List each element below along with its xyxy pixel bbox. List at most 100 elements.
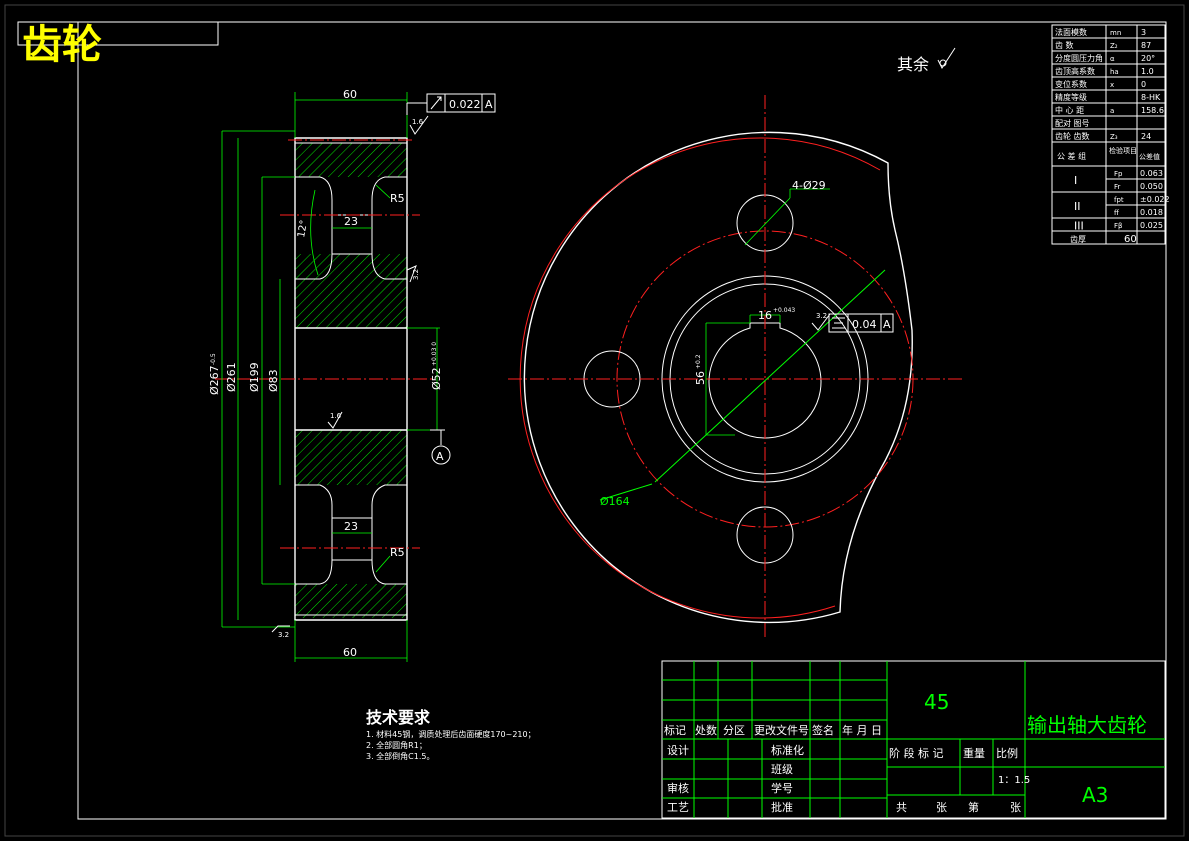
- param-name: 精度等级: [1055, 92, 1087, 102]
- approval-label: 批准: [771, 800, 793, 814]
- revision-header: 处数: [695, 724, 717, 737]
- param-value: 24: [1141, 132, 1151, 141]
- dim-d-tip: Ø267: [208, 365, 221, 395]
- group-header: 公 差 组: [1057, 151, 1086, 161]
- signature-label: 审核: [667, 781, 689, 795]
- param-name: 配对 图号: [1055, 118, 1090, 128]
- revision-header: 更改文件号: [754, 723, 809, 737]
- param-symbol: α: [1110, 55, 1115, 63]
- technical-requirements: 技术要求 1. 材料45钢，调质处理后齿面硬度170~210； 2. 全部圆角R…: [366, 708, 536, 761]
- keyway-depth-tol: +0.2: [695, 354, 702, 369]
- keyway-bore: [708, 322, 822, 439]
- outer-border: [4, 4, 1185, 837]
- tolerance-group-label: III: [1074, 220, 1084, 233]
- tolerance-frame-top: 0.022 A: [426, 93, 496, 113]
- dim-radius-bottom: R5: [390, 546, 405, 559]
- dim-web-bottom: 23: [344, 520, 358, 533]
- param-name: 分度圆压力角: [1055, 53, 1103, 63]
- page-title: 齿轮: [22, 22, 102, 68]
- width-row-value: 60: [1124, 234, 1137, 245]
- title-block: 45 输出轴大齿轮 A3 1：1.5 标记处数分区更改文件号签名年 月 日 阶 …: [661, 660, 1166, 819]
- datum-label: A: [436, 450, 444, 463]
- runout-icon: [430, 96, 442, 110]
- roughness-mark-1: 1.6: [409, 115, 429, 135]
- drawing-frame: [77, 21, 1167, 820]
- param-symbol: Z₃: [1110, 133, 1118, 141]
- param-symbol: mn: [1110, 29, 1121, 37]
- param-value: 8-HK: [1141, 93, 1161, 102]
- hole-note: 4-Ø29: [792, 179, 826, 192]
- tech-req-line-3: 3. 全部倒角C1.5。: [366, 751, 434, 761]
- tolerance-group-label: I: [1074, 174, 1077, 187]
- param-symbol: ha: [1110, 68, 1119, 76]
- pitch-circle-dim: Ø164: [600, 495, 630, 508]
- tech-req-line-2: 2. 全部圆角R1；: [366, 740, 427, 750]
- svg-text:3.2: 3.2: [412, 269, 420, 280]
- svg-text:A: A: [883, 318, 891, 331]
- param-value: 1.0: [1141, 67, 1154, 76]
- svg-text:3.2: 3.2: [278, 631, 289, 639]
- sheet-count-label: 共: [896, 801, 907, 814]
- param-symbol: x: [1110, 81, 1114, 89]
- keyway-width-tol: +0.043: [773, 307, 795, 314]
- dim-d-tip-tol: -0.5: [210, 353, 217, 365]
- hatch-rim-top: [295, 143, 407, 177]
- param-symbol: Z₂: [1110, 42, 1118, 50]
- front-roughness-mark: 3.2: [811, 312, 831, 331]
- tolerance-item: ff: [1114, 209, 1119, 217]
- revision-header: 分区: [723, 724, 745, 737]
- dim-d-bore: Ø52: [430, 367, 443, 390]
- tolerance-group-label: II: [1074, 200, 1081, 213]
- general-roughness-note: 其余: [897, 47, 956, 74]
- dim-angle: 12°: [296, 219, 310, 238]
- revision-header: 年 月 日: [842, 723, 882, 737]
- tolerance-value: 0.018: [1140, 208, 1163, 217]
- symmetry-icon: [832, 317, 845, 329]
- stage-headers: 阶 段 标 记重量比例: [889, 746, 1018, 760]
- dim-width-bottom: 60: [343, 646, 357, 659]
- tolerance-item: Fp: [1114, 170, 1123, 178]
- tech-req-title: 技术要求: [366, 708, 431, 727]
- svg-text:3.2: 3.2: [816, 312, 827, 320]
- param-name: 中 心 距: [1055, 105, 1084, 115]
- approval-label: 班级: [771, 763, 793, 776]
- surface-note-text: 其余: [897, 55, 929, 74]
- roughness-mark-3: 1.6: [327, 411, 343, 429]
- param-value: 158.6: [1141, 106, 1164, 115]
- stage-header: 重量: [963, 746, 985, 760]
- tolerance-item: fpt: [1114, 196, 1124, 204]
- sheet-count-label: 张: [1010, 801, 1021, 814]
- signature-label: 设计: [667, 744, 689, 757]
- title-box: [17, 21, 219, 46]
- param-value: 87: [1141, 41, 1151, 50]
- dim-d-hub: Ø83: [267, 369, 280, 392]
- revision-header: 签名: [812, 723, 834, 737]
- item-header: 检验项目: [1109, 146, 1137, 155]
- svg-text:0.022: 0.022: [449, 98, 481, 111]
- sheet-count-label: 第: [968, 800, 979, 814]
- section-view: 60 60 0.022 A Ø267 -0.5 Ø261: [208, 88, 496, 662]
- datum-circle: [431, 445, 451, 465]
- tolerance-frame-front: 0.04 A: [828, 313, 894, 333]
- dim-d-root: Ø261: [225, 362, 238, 392]
- param-symbol: a: [1110, 107, 1114, 115]
- dim-width-top: 60: [343, 88, 357, 101]
- roughness-mark-4: 3.2: [271, 625, 290, 639]
- revision-header: 标记: [664, 723, 686, 737]
- param-name: 齿轮 齿数: [1055, 131, 1090, 141]
- sheet-count-label: 张: [936, 801, 947, 814]
- gear-outline: [523, 131, 913, 624]
- hatch-rim-bottom: [295, 584, 407, 618]
- dim-web-top: 23: [344, 215, 358, 228]
- revision-headers: 标记处数分区更改文件号签名年 月 日: [664, 723, 882, 737]
- drawing-name: 输出轴大齿轮: [1027, 713, 1147, 737]
- hatch-hub-top: [295, 254, 407, 328]
- dim-d-web: Ø199: [248, 362, 261, 392]
- dim-radius-top: R5: [390, 192, 405, 205]
- hatch-hub-bottom: [295, 430, 407, 485]
- roughness-mark-2: 3.2: [406, 265, 420, 283]
- title-block-grid: [662, 661, 1165, 818]
- sheet-count: 共张第张: [896, 800, 1021, 814]
